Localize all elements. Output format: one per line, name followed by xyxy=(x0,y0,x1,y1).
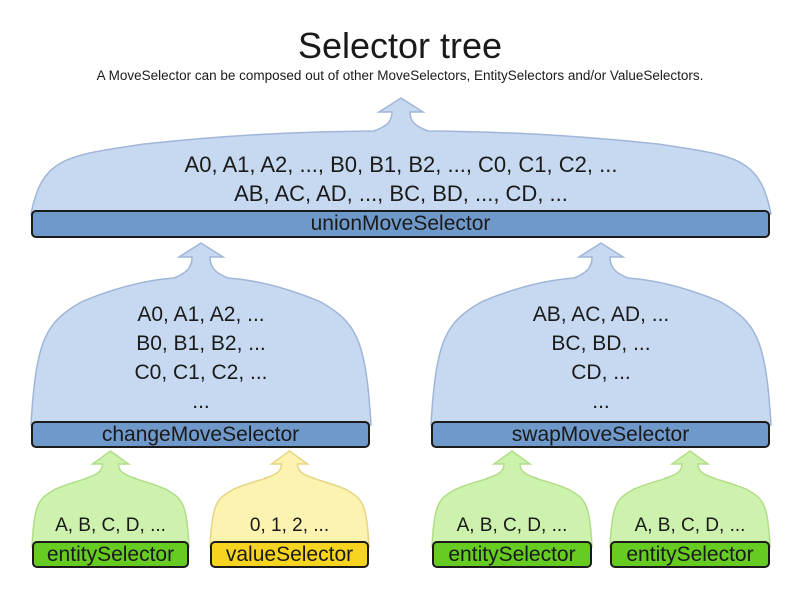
entity-selector-bar-3: entitySelector xyxy=(610,541,770,568)
arrow-up-cloud-icon xyxy=(430,242,772,426)
entity2-cloud-arrow-shape xyxy=(431,450,593,548)
cloud-text-line: ... xyxy=(192,390,210,413)
cloud-text-line: A, B, C, D, ... xyxy=(634,515,746,536)
entity3-cloud-arrow-shape xyxy=(609,450,771,548)
arrow-up-cloud-icon xyxy=(609,450,771,548)
cloud-text-line: C0, C1, C2, ... xyxy=(134,361,268,384)
cloud-text-line: A0, A1, A2, ..., B0, B1, B2, ..., C0, C1… xyxy=(184,152,618,177)
page-title: Selector tree xyxy=(297,25,503,66)
bar-label: entitySelector xyxy=(448,542,576,566)
entity1-cloud-arrow-shape xyxy=(31,450,190,548)
change-cloud-arrow-shape xyxy=(30,242,372,426)
cloud-text-line: B0, B1, B2, ... xyxy=(136,332,266,355)
change-move-selector-bar: changeMoveSelector xyxy=(31,421,370,448)
entity-selector-bar-1: entitySelector xyxy=(32,541,189,568)
entity1-cloud-text: A, B, C, D, ... xyxy=(32,515,189,537)
swap-cloud-arrow-shape xyxy=(430,242,772,426)
cloud-text-line: CD, ... xyxy=(571,361,631,384)
union-cloud-arrow-shape xyxy=(30,97,772,215)
cloud-text-line: AB, AC, AD, ..., BC, BD, ..., CD, ... xyxy=(234,181,568,206)
arrow-up-cloud-icon xyxy=(209,450,370,548)
page-subtitle: A MoveSelector can be composed out of ot… xyxy=(96,68,704,83)
arrow-up-cloud-icon xyxy=(431,450,593,548)
swap-move-selector-bar: swapMoveSelector xyxy=(431,421,770,448)
arrow-up-cloud-icon xyxy=(30,97,772,215)
union-cloud-text: A0, A1, A2, ..., B0, B1, B2, ..., C0, C1… xyxy=(31,150,771,208)
union-move-selector-bar: unionMoveSelector xyxy=(31,210,770,238)
entity2-cloud-text: A, B, C, D, ... xyxy=(432,515,592,537)
arrow-up-cloud-icon xyxy=(31,450,190,548)
cloud-text-line: ... xyxy=(592,390,610,413)
entity3-cloud-text: A, B, C, D, ... xyxy=(610,515,770,537)
bar-label: entitySelector xyxy=(46,542,175,566)
bar-label: entitySelector xyxy=(626,542,754,566)
bar-label: valueSelector xyxy=(225,542,354,566)
bar-label: changeMoveSelector xyxy=(101,422,300,446)
cloud-text-line: A, B, C, D, ... xyxy=(456,515,568,536)
arrow-up-cloud-icon xyxy=(30,242,372,426)
cloud-text-line: A, B, C, D, ... xyxy=(55,515,166,536)
value-selector-bar: valueSelector xyxy=(210,541,369,568)
cloud-text-line: AB, AC, AD, ... xyxy=(532,303,670,326)
cloud-text-line: 0, 1, 2, ... xyxy=(249,515,330,536)
swap-cloud-text: AB, AC, AD, ... BC, BD, ... CD, ... ... xyxy=(431,300,771,416)
cloud-text-line: A0, A1, A2, ... xyxy=(137,303,265,326)
value-cloud-arrow-shape xyxy=(209,450,370,548)
entity-selector-bar-2: entitySelector xyxy=(432,541,592,568)
value-cloud-text: 0, 1, 2, ... xyxy=(210,515,369,537)
change-cloud-text: A0, A1, A2, ... B0, B1, B2, ... C0, C1, … xyxy=(31,300,371,416)
bar-label: unionMoveSelector xyxy=(310,212,491,235)
cloud-text-line: BC, BD, ... xyxy=(551,332,651,355)
bar-label: swapMoveSelector xyxy=(511,422,690,446)
